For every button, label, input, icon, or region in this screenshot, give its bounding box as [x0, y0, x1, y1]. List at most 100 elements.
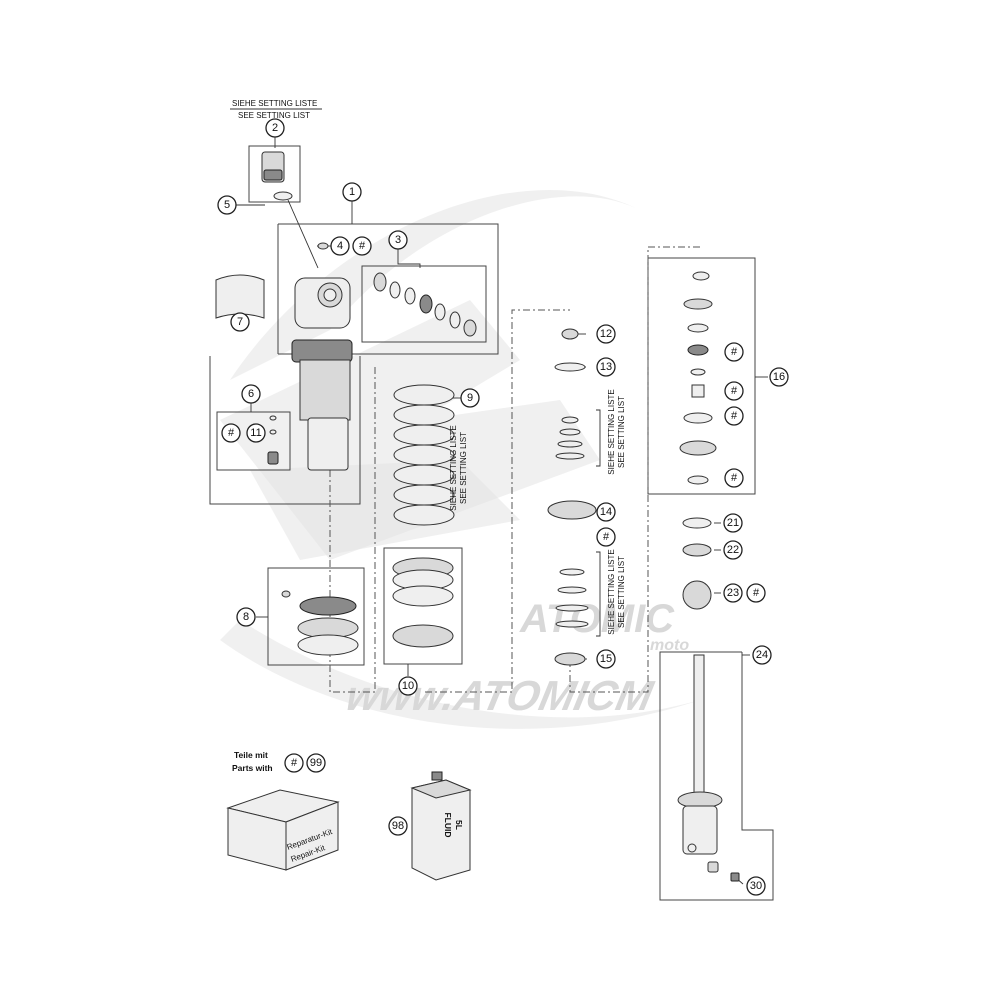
svg-text:#: #: [731, 472, 738, 484]
callout-24: 24: [752, 645, 772, 665]
svg-text:1: 1: [349, 186, 355, 198]
fluid-label: FLUID: [443, 812, 453, 837]
part-10-spring-seats: [392, 557, 454, 648]
callout-21: 21: [723, 513, 743, 533]
svg-text:16: 16: [773, 371, 785, 383]
part-2-adjuster: [261, 151, 293, 201]
svg-text:5: 5: [224, 199, 230, 211]
svg-text:99: 99: [310, 757, 322, 769]
parts-12-15-piston-stack: [547, 328, 597, 666]
svg-text:22: 22: [727, 544, 739, 556]
svg-text:4: 4: [337, 240, 343, 252]
hash-16-b: #: [724, 381, 744, 401]
frames: [209, 145, 774, 901]
svg-text:#: #: [359, 240, 366, 252]
setting-note-top-de: SIEHE SETTING LISTE: [232, 99, 317, 108]
callout-5: 5: [217, 195, 237, 215]
callout-14: 14: [596, 502, 616, 522]
svg-text:#: #: [731, 385, 738, 397]
part-7-cover: [215, 274, 265, 319]
svg-text:14: 14: [600, 506, 612, 518]
part-3-seal-set: [373, 272, 477, 337]
callout-12: 12: [596, 324, 616, 344]
svg-text:#: #: [228, 427, 235, 439]
watermark-sub: moto: [650, 637, 689, 654]
svg-text:13: 13: [600, 361, 612, 373]
svg-text:2: 2: [272, 122, 278, 134]
callout-10: 10: [398, 676, 418, 696]
hash-part-11: #: [221, 423, 241, 443]
callout-7: 7: [230, 312, 250, 332]
callout-15: 15: [596, 649, 616, 669]
svg-text:23: 23: [727, 587, 739, 599]
callout-9: 9: [460, 388, 480, 408]
svg-text:98: 98: [392, 820, 404, 832]
part-24-piston-rod: [677, 654, 723, 873]
part-98-fluid-can: FLUID 5L: [410, 771, 472, 881]
svg-text:12: 12: [600, 328, 612, 340]
svg-text:24: 24: [756, 649, 768, 661]
part-8-adjuster-ring: [281, 590, 359, 656]
part-99-repair-kit: Reparatur-Kit Repair-Kit: [226, 789, 340, 871]
callout-30: 30: [746, 876, 766, 896]
setting-note-top: SIEHE SETTING LISTE SEE SETTING LIST: [230, 99, 322, 120]
legend-line1: Teile mit: [234, 750, 268, 760]
callouts: 2 5 1 4 3 7 6 11 9 8 10 12 13 14 15 16 2…: [217, 118, 789, 896]
svg-text:SIEHE SETTING LISTE: SIEHE SETTING LISTE: [607, 389, 616, 474]
hash-part-14: #: [596, 527, 616, 547]
hash-part-4: #: [352, 236, 372, 256]
part-6-valve: [267, 415, 279, 465]
legend-line2: Parts with: [232, 763, 273, 773]
hash-callouts: # # # # # # # # #: [221, 236, 766, 773]
svg-text:#: #: [603, 531, 610, 543]
callout-16: 16: [769, 367, 789, 387]
svg-text:15: 15: [600, 653, 612, 665]
callout-3: 3: [388, 230, 408, 250]
svg-text:SIEHE SETTING LISTE: SIEHE SETTING LISTE: [449, 425, 458, 510]
setting-note-vertical-14: SIEHE SETTING LISTE SEE SETTING LIST: [607, 549, 626, 634]
parts-21-23: [682, 517, 712, 610]
svg-text:10: 10: [402, 680, 414, 692]
svg-text:3: 3: [395, 234, 401, 246]
legend: Teile mit Parts with: [232, 750, 273, 773]
callout-23: 23: [723, 583, 743, 603]
setting-note-top-en: SEE SETTING LIST: [238, 111, 310, 120]
setting-note-vertical-12: SIEHE SETTING LISTE SEE SETTING LIST: [607, 389, 626, 474]
svg-text:#: #: [291, 757, 298, 769]
part-4-cap: [317, 242, 329, 250]
callout-98: 98: [388, 816, 408, 836]
svg-text:SEE SETTING LIST: SEE SETTING LIST: [459, 432, 468, 504]
svg-text:9: 9: [467, 392, 473, 404]
callout-13: 13: [596, 357, 616, 377]
hash-16-c: #: [724, 406, 744, 426]
callout-4: 4: [330, 236, 350, 256]
svg-text:6: 6: [248, 388, 254, 400]
svg-text:#: #: [753, 587, 760, 599]
callout-2: 2: [265, 118, 285, 138]
hash-16-a: #: [724, 342, 744, 362]
hash-part-23: #: [746, 583, 766, 603]
svg-text:SIEHE SETTING LISTE: SIEHE SETTING LISTE: [607, 549, 616, 634]
svg-text:7: 7: [237, 316, 243, 328]
watermark-brand: ATOMIC: [519, 597, 675, 641]
callout-11: 11: [246, 423, 266, 443]
svg-text:21: 21: [727, 517, 739, 529]
callout-22: 22: [723, 540, 743, 560]
callout-99: 99: [306, 753, 326, 773]
svg-text:#: #: [731, 410, 738, 422]
part-16-stack: [679, 271, 717, 485]
callout-8: 8: [236, 607, 256, 627]
part-9-spring: [393, 384, 455, 526]
svg-text:SEE SETTING LIST: SEE SETTING LIST: [617, 396, 626, 468]
svg-text:8: 8: [243, 611, 249, 623]
callout-6: 6: [241, 384, 261, 404]
setting-note-vertical-9: SIEHE SETTING LISTE SEE SETTING LIST: [449, 425, 468, 510]
svg-text:30: 30: [750, 880, 762, 892]
watermark-url: www.ATOMICM: [342, 672, 658, 718]
callout-1: 1: [342, 182, 362, 202]
part-1-shock-body: [291, 277, 353, 471]
hash-16-d: #: [724, 468, 744, 488]
svg-text:#: #: [731, 346, 738, 358]
part-30-bolt: [730, 872, 740, 882]
